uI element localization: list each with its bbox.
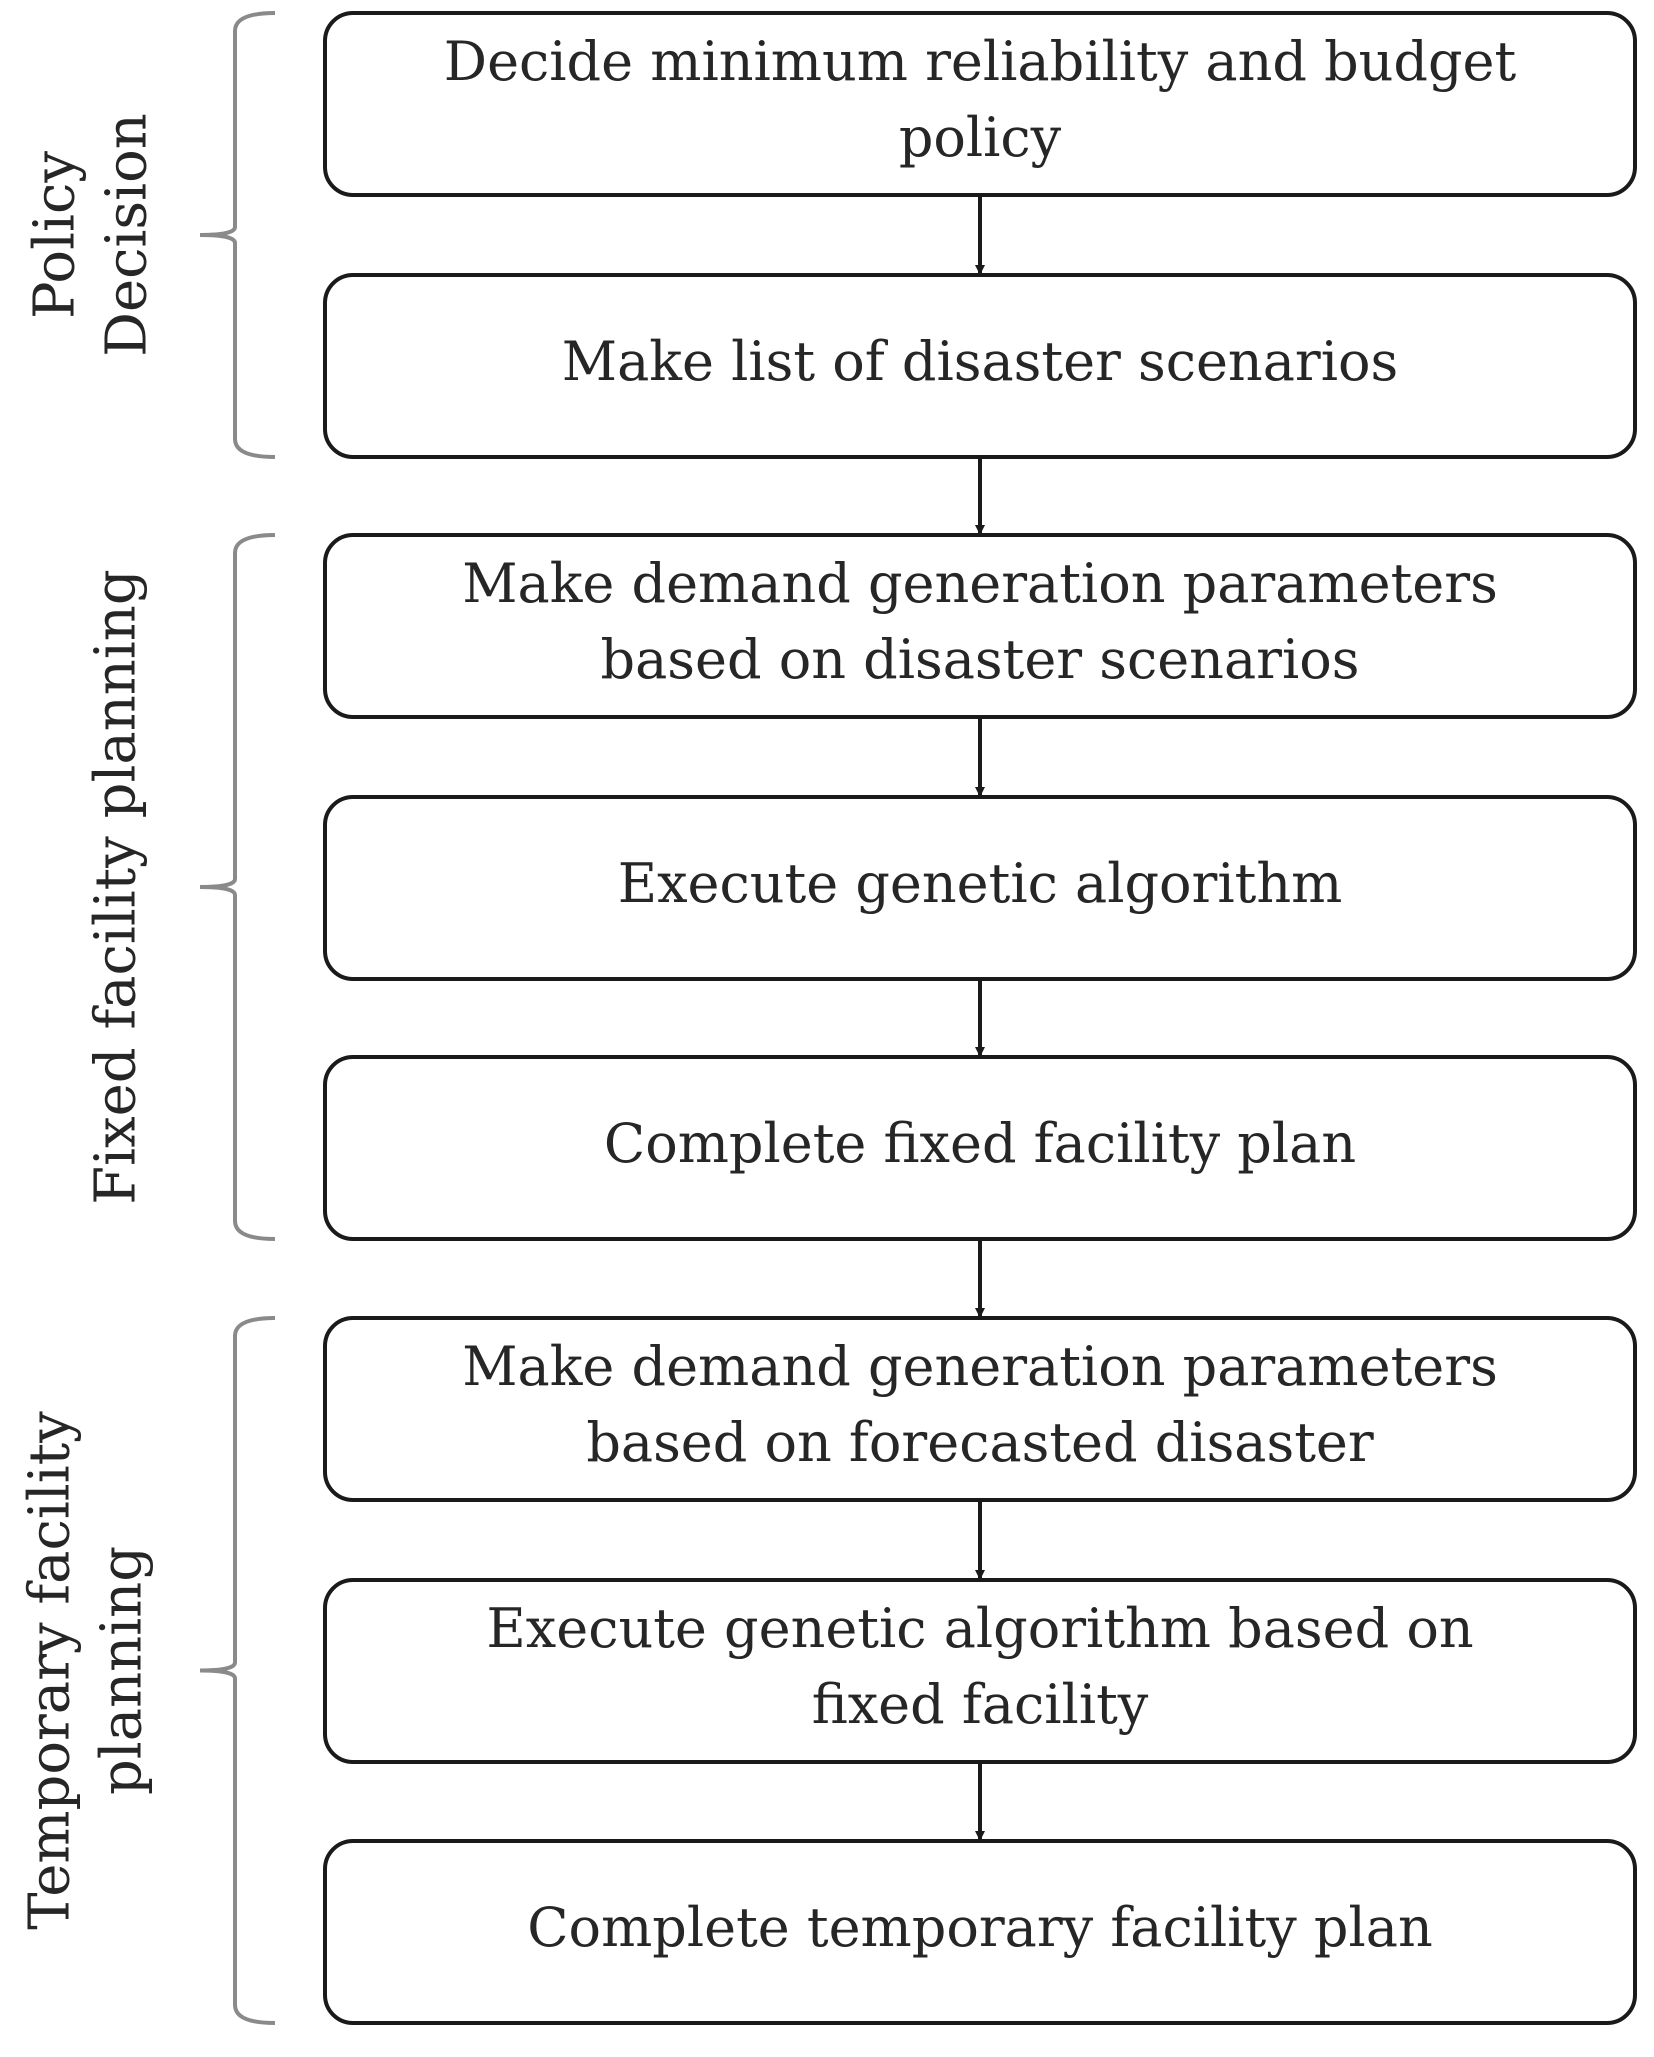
phase-label: Fixed facility planning (84, 569, 149, 1204)
step-box-outline (323, 795, 1637, 981)
step-box-outline (323, 1839, 1637, 2025)
phase-brackets (199, 11, 276, 2025)
step-text-line: Complete fixed facility plan (604, 1112, 1356, 1175)
phase-label-line: Decision (95, 113, 160, 357)
process-step-box: Make demand generation parameters based o… (323, 533, 1637, 719)
phase-label-line: Temporary facility (18, 1411, 83, 1930)
step-text-line: based on forecasted disaster (586, 1411, 1374, 1474)
process-steps: Decide minimum reliability and budget pol… (323, 11, 1637, 2025)
step-text-line: Execute genetic algorithm based on (486, 1597, 1473, 1660)
step-box-outline (323, 273, 1637, 459)
step-text-line: Make demand generation parameters (462, 1335, 1498, 1398)
phase-bracket (199, 1316, 276, 2025)
phase-bracket (199, 11, 276, 459)
process-step-box: Make list of disaster scenarios (323, 273, 1637, 459)
phase-label-line: Policy (23, 151, 88, 319)
process-step-box: Complete fixed facility plan (323, 1055, 1637, 1241)
phase-label-line: Fixed facility planning (84, 569, 149, 1204)
step-text-line: Make demand generation parameters (462, 552, 1498, 615)
process-step-box: Make demand generation parameters based o… (323, 1316, 1637, 1502)
phase-label-line: planning (90, 1546, 155, 1795)
step-text-line: Decide minimum reliability and budget (444, 30, 1517, 93)
step-text-line: based on disaster scenarios (601, 628, 1360, 691)
step-text-line: fixed facility (812, 1673, 1149, 1736)
step-text-line: Complete temporary facility plan (527, 1896, 1433, 1959)
step-text-line: policy (899, 106, 1062, 169)
process-step-box: Decide minimum reliability and budget pol… (323, 11, 1637, 197)
phase-bracket (199, 533, 276, 1241)
step-box-outline (323, 533, 1637, 719)
process-step-box: Complete temporary facility plan (323, 1839, 1637, 2025)
step-box-outline (323, 1578, 1637, 1764)
process-step-box: Execute genetic algorithm (323, 795, 1637, 981)
step-box-outline (323, 1316, 1637, 1502)
step-text-line: Execute genetic algorithm (618, 852, 1343, 915)
process-step-box: Execute genetic algorithm based on fixed … (323, 1578, 1637, 1764)
step-box-outline (323, 11, 1637, 197)
step-box-outline (323, 1055, 1637, 1241)
step-text-line: Make list of disaster scenarios (562, 330, 1398, 393)
